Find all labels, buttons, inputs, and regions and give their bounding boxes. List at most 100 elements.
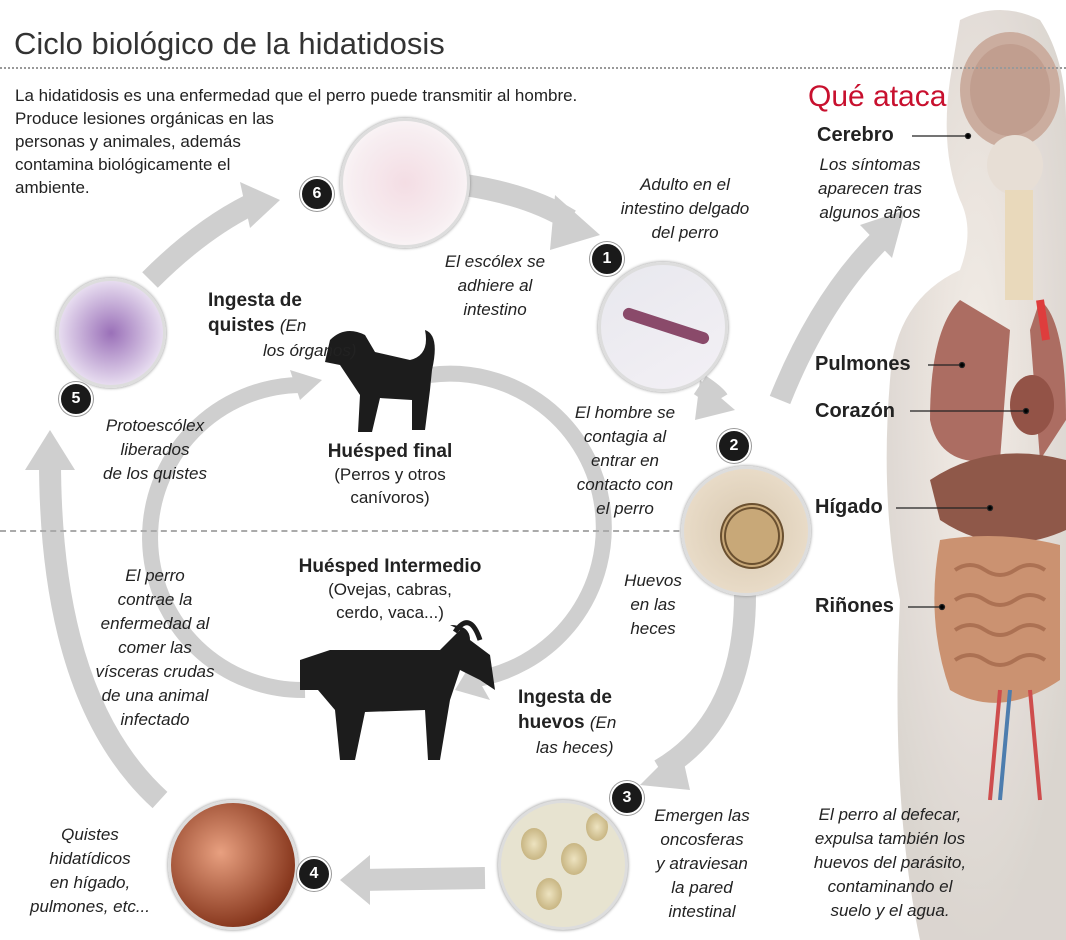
organ-label-brain: Cerebro: [817, 124, 894, 146]
intro-line: ambiente.: [15, 178, 90, 197]
goat-silhouette: [300, 625, 495, 760]
label-italic: los órganos): [263, 341, 357, 360]
step-1-badge: 1: [590, 242, 624, 276]
intermediate-host-desc: (Ovejas, cabras,: [328, 580, 452, 599]
caption-line: intestinal: [668, 902, 736, 921]
label-bold: huevos: [518, 712, 585, 733]
organ-label-liver: Hígado: [815, 496, 883, 518]
caption-line: heces: [630, 619, 676, 638]
human-anatomy-figure: [886, 10, 1066, 940]
step-2-caption: El hombre se contagia al entrar en conta…: [555, 401, 695, 521]
step-5-caption: Protoescólex liberados de los quistes: [80, 414, 230, 486]
caption-line: Los síntomas: [819, 155, 921, 174]
caption-line: del perro: [651, 223, 719, 242]
caption-line: hidatídicos: [49, 849, 131, 868]
label-bold: Ingesta de: [208, 290, 302, 311]
caption-line: Huevos: [624, 571, 682, 590]
final-host-label: Huésped final (Perros y otros canívoros): [300, 440, 480, 509]
cyst-ingestion-label: Ingesta de quistes (En los órganos): [208, 288, 357, 363]
label-italic: las heces): [536, 738, 614, 757]
oncosphere-image: [498, 800, 628, 930]
label-italic: (En: [589, 713, 617, 732]
caption-line: vísceras crudas: [95, 662, 215, 681]
eggs-in-feces-caption: Huevos en las heces: [598, 569, 708, 641]
hydatid-cysts-image: [168, 800, 298, 930]
step-4-caption: Quistes hidatídicos en hígado, pulmones,…: [10, 823, 170, 919]
caption-line: Quistes: [61, 825, 119, 844]
caption-line: contacto con: [576, 475, 674, 494]
intermediate-host-label: Huésped Intermedio (Ovejas, cabras, cerd…: [275, 555, 505, 624]
intro-line: personas y animales, además: [15, 132, 241, 151]
caption-line: huevos del parásito,: [813, 853, 967, 872]
protoscolex-image: [56, 278, 166, 388]
caption-line: algunos años: [819, 203, 921, 222]
caption-line: Protoescólex: [105, 416, 205, 435]
step-4-badge: 4: [297, 857, 331, 891]
inner-cycle-arrows: [142, 365, 612, 699]
step-3-caption: Emergen las oncosferas y atraviesan la p…: [632, 804, 772, 924]
step-3-badge: 3: [610, 781, 644, 815]
organ-label-kidneys: Riñones: [815, 595, 894, 617]
intro-line: contamina biológicamente el: [15, 155, 231, 174]
caption-line: entrar en: [590, 451, 660, 470]
liver-icon: [930, 453, 1066, 543]
final-host-desc: (Perros y otros: [334, 465, 446, 484]
caption-line: infectado: [120, 710, 190, 729]
step-6-badge: 6: [300, 177, 334, 211]
host-divider: [0, 530, 800, 532]
label-bold: Ingesta de: [518, 687, 612, 708]
caption-line: y atraviesan: [656, 854, 748, 873]
label-bold: quistes: [208, 315, 275, 336]
caption-line: enfermedad al: [100, 614, 210, 633]
step-6-caption: El escólex se adhiere al intestino: [420, 250, 570, 322]
caption-line: la pared: [671, 878, 733, 897]
egg-ingestion-label: Ingesta de huevos (En las heces): [518, 685, 616, 760]
caption-line: oncosferas: [660, 830, 744, 849]
caption-line: adhiere al: [457, 276, 533, 295]
caption-line: expulsa también los: [814, 829, 966, 848]
caption-line: contagia al: [583, 427, 667, 446]
caption-line: el perro: [596, 499, 654, 518]
intro-text: La hidatidosis es una enfermedad que el …: [15, 84, 577, 199]
caption-line: liberados: [120, 440, 190, 459]
caption-line: contaminando el: [827, 877, 953, 896]
caption-line: intestino delgado: [620, 199, 750, 218]
caption-line: suelo y el agua.: [830, 901, 950, 920]
step-1-caption: Adulto en el intestino delgado del perro: [605, 173, 765, 245]
intro-line: Produce lesiones orgánicas en las: [15, 109, 274, 128]
caption-line: de los quistes: [103, 464, 207, 483]
caption-line: aparecen tras: [818, 179, 922, 198]
lungs-icon: [930, 300, 1010, 462]
label-italic: (En: [279, 316, 307, 335]
caption-line: Adulto en el: [640, 175, 730, 194]
adult-worm-image: [598, 262, 728, 392]
caption-line: en las: [630, 595, 676, 614]
caption-line: pulmones, etc...: [29, 897, 150, 916]
caption-line: intestino: [463, 300, 527, 319]
caption-line: contrae la: [117, 590, 193, 609]
caption-line: El hombre se: [574, 403, 676, 422]
organ-label-lungs: Pulmones: [815, 353, 911, 375]
step-2-badge: 2: [717, 429, 751, 463]
caption-line: en hígado,: [49, 873, 131, 892]
title-divider: [0, 67, 1066, 69]
brain-note: Los síntomas aparecen tras algunos años: [805, 153, 935, 225]
caption-line: de una animal: [101, 686, 209, 705]
defecation-note: El perro al defecar, expulsa también los…: [795, 803, 985, 923]
caption-line: El perro al defecar,: [818, 805, 962, 824]
page-title: Ciclo biológico de la hidatidosis: [14, 26, 445, 61]
what-it-attacks-title: Qué ataca: [808, 80, 947, 113]
final-host-title: Huésped final: [327, 441, 453, 462]
caption-line: comer las: [118, 638, 192, 657]
intermediate-host-title: Huésped Intermedio: [298, 556, 482, 577]
caption-line: Emergen las: [654, 806, 750, 825]
intro-line: La hidatidosis es una enfermedad que el …: [15, 86, 578, 105]
final-host-desc: canívoros): [350, 488, 430, 507]
dog-silhouette: [325, 330, 435, 432]
scolex-image: [340, 118, 470, 248]
caption-line: El perro: [125, 566, 185, 585]
intermediate-host-desc: cerdo, vaca...): [336, 603, 444, 622]
intestines-icon: [934, 536, 1060, 703]
caption-line: El escólex se: [444, 252, 546, 271]
